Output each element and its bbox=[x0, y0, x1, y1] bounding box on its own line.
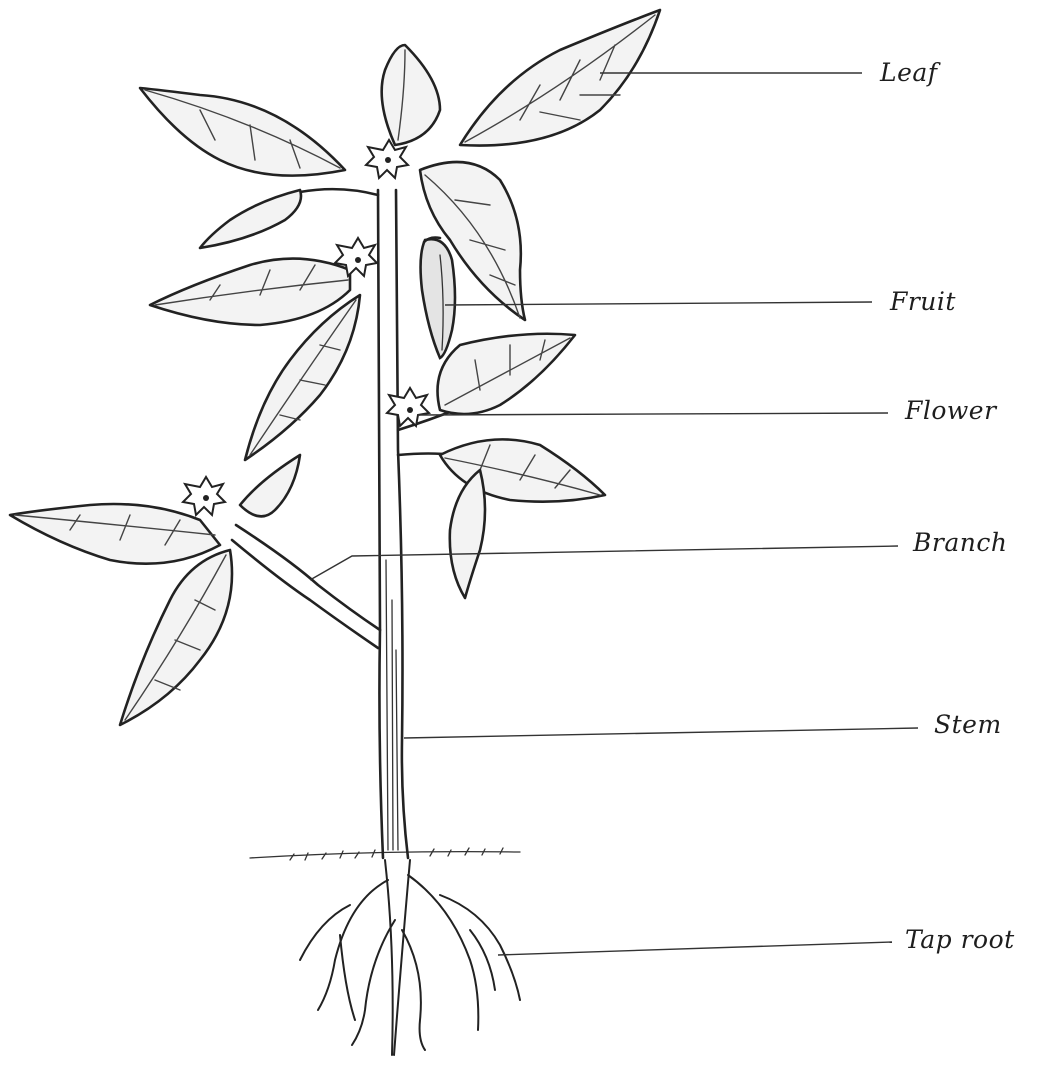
leaf-top-center bbox=[382, 45, 440, 145]
flower-pointer bbox=[418, 413, 888, 415]
label-stem: Stem bbox=[934, 710, 1002, 739]
leaf-top-right bbox=[460, 10, 660, 146]
label-fruit: Fruit bbox=[890, 287, 956, 316]
flower-top bbox=[366, 140, 408, 178]
leaf-upper-left-small bbox=[200, 190, 301, 248]
leaf-lower-right-hanging bbox=[450, 470, 485, 598]
flower-branch bbox=[183, 477, 225, 515]
tap-root bbox=[300, 860, 520, 1055]
leaf-mid-left bbox=[150, 259, 350, 325]
label-leaf: Leaf bbox=[880, 58, 938, 87]
stem bbox=[378, 190, 408, 858]
flower-mid-right bbox=[387, 388, 429, 426]
tap-root-pointer bbox=[498, 942, 892, 955]
leaf-far-left-hanging bbox=[120, 550, 232, 725]
label-flower: Flower bbox=[905, 396, 997, 425]
label-tap-root: Tap root bbox=[905, 925, 1015, 954]
fruit bbox=[421, 238, 455, 359]
leaf-top-left bbox=[140, 88, 345, 176]
label-branch: Branch bbox=[913, 528, 1007, 557]
branch bbox=[232, 525, 380, 648]
branch-pointer bbox=[310, 546, 898, 580]
leaf-mid-right bbox=[438, 334, 576, 414]
ground-line bbox=[250, 848, 520, 860]
shoot-upper-left bbox=[300, 189, 378, 195]
leaf-far-left bbox=[10, 504, 220, 564]
leaf-branch-upright bbox=[240, 455, 300, 516]
stem-pointer bbox=[404, 728, 918, 738]
